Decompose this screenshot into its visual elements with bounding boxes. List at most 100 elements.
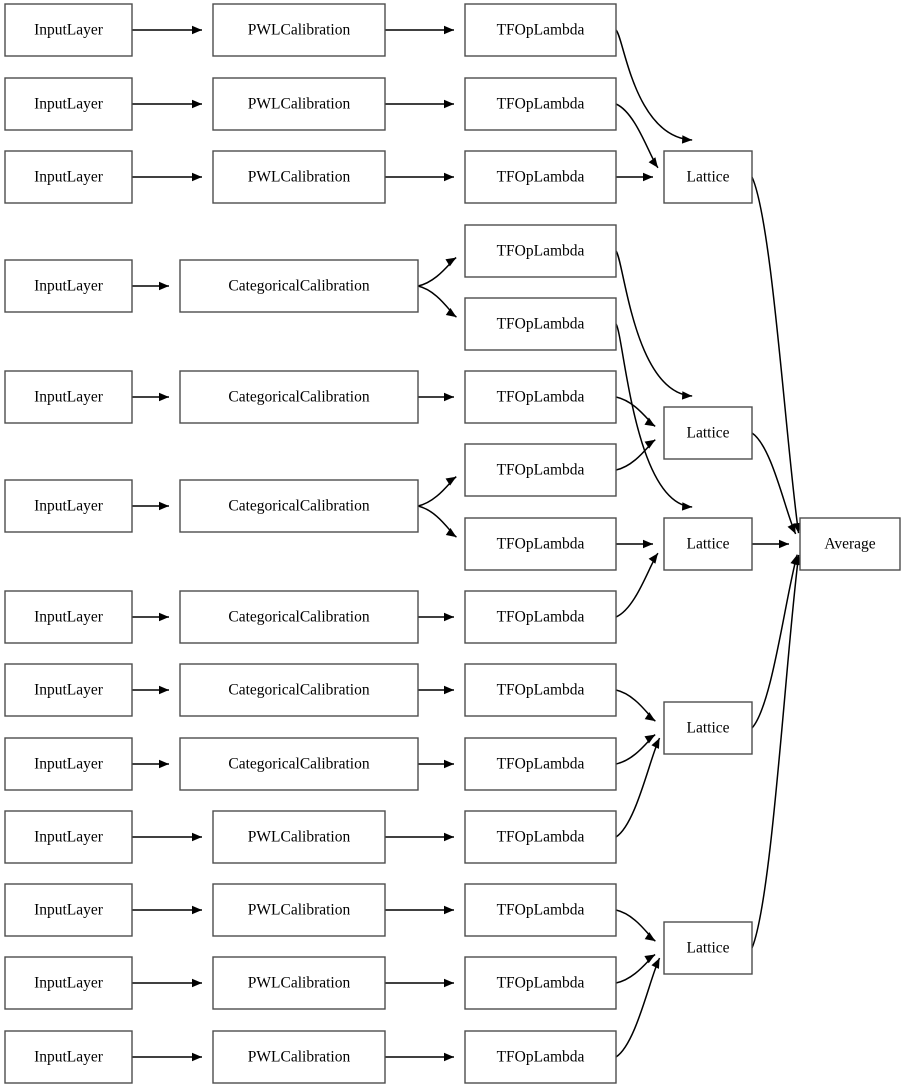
node-box[interactable] <box>464 810 617 864</box>
node-box[interactable] <box>4 810 133 864</box>
node-lattice-lat2[interactable]: Lattice <box>663 406 753 460</box>
node-tfop-lambda-op2[interactable]: TFOpLambda <box>464 77 617 131</box>
node-box[interactable] <box>464 297 617 351</box>
node-tfop-lambda-op14[interactable]: TFOpLambda <box>464 956 617 1010</box>
node-tfop-lambda-op9[interactable]: TFOpLambda <box>464 590 617 644</box>
node-categorical-calibration-cal8[interactable]: CategoricalCalibration <box>179 663 419 717</box>
node-categorical-calibration-cal9[interactable]: CategoricalCalibration <box>179 737 419 791</box>
node-box[interactable] <box>212 3 386 57</box>
node-box[interactable] <box>464 150 617 204</box>
node-categorical-calibration-cal7[interactable]: CategoricalCalibration <box>179 590 419 644</box>
edge-lattice-to-average <box>751 432 797 535</box>
node-box[interactable] <box>4 77 133 131</box>
node-box[interactable] <box>4 883 133 937</box>
node-box[interactable] <box>663 406 753 460</box>
node-input-layer-in13[interactable]: InputLayer <box>4 1030 133 1084</box>
node-box[interactable] <box>464 517 617 571</box>
node-input-layer-in3[interactable]: InputLayer <box>4 150 133 204</box>
node-input-layer-in9[interactable]: InputLayer <box>4 737 133 791</box>
node-box[interactable] <box>464 77 617 131</box>
node-input-layer-in7[interactable]: InputLayer <box>4 590 133 644</box>
node-box[interactable] <box>464 956 617 1010</box>
node-tfop-lambda-op12[interactable]: TFOpLambda <box>464 810 617 864</box>
node-box[interactable] <box>212 810 386 864</box>
edge-input-layer-to-pwlcalibration <box>132 1052 202 1062</box>
node-lattice-lat4[interactable]: Lattice <box>663 701 753 755</box>
node-box[interactable] <box>212 150 386 204</box>
node-categorical-calibration-cal5[interactable]: CategoricalCalibration <box>179 370 419 424</box>
node-input-layer-in8[interactable]: InputLayer <box>4 663 133 717</box>
node-categorical-calibration-cal4[interactable]: CategoricalCalibration <box>179 259 419 313</box>
node-lattice-lat3[interactable]: Lattice <box>663 517 753 571</box>
node-tfop-lambda-op4[interactable]: TFOpLambda <box>464 224 617 278</box>
node-pwlcalibration-cal2[interactable]: PWLCalibration <box>212 77 386 131</box>
node-pwlcalibration-cal3[interactable]: PWLCalibration <box>212 150 386 204</box>
node-box[interactable] <box>4 956 133 1010</box>
node-box[interactable] <box>179 370 419 424</box>
node-tfop-lambda-op7[interactable]: TFOpLambda <box>464 443 617 497</box>
node-box[interactable] <box>663 921 753 975</box>
node-box[interactable] <box>179 590 419 644</box>
node-box[interactable] <box>179 663 419 717</box>
node-input-layer-in2[interactable]: InputLayer <box>4 77 133 131</box>
node-box[interactable] <box>4 259 133 313</box>
node-lattice-lat5[interactable]: Lattice <box>663 921 753 975</box>
node-box[interactable] <box>663 701 753 755</box>
node-input-layer-in1[interactable]: InputLayer <box>4 3 133 57</box>
node-tfop-lambda-op11[interactable]: TFOpLambda <box>464 737 617 791</box>
node-input-layer-in10[interactable]: InputLayer <box>4 810 133 864</box>
node-box[interactable] <box>4 150 133 204</box>
node-box[interactable] <box>4 479 133 533</box>
node-box[interactable] <box>464 1030 617 1084</box>
node-box[interactable] <box>4 663 133 717</box>
node-box[interactable] <box>799 517 901 571</box>
node-tfop-lambda-op10[interactable]: TFOpLambda <box>464 663 617 717</box>
node-tfop-lambda-op6[interactable]: TFOpLambda <box>464 370 617 424</box>
node-box[interactable] <box>212 1030 386 1084</box>
node-box[interactable] <box>464 737 617 791</box>
node-categorical-calibration-cal6[interactable]: CategoricalCalibration <box>179 479 419 533</box>
node-box[interactable] <box>464 590 617 644</box>
node-box[interactable] <box>464 443 617 497</box>
node-box[interactable] <box>4 737 133 791</box>
node-input-layer-in4[interactable]: InputLayer <box>4 259 133 313</box>
node-box[interactable] <box>464 370 617 424</box>
node-input-layer-in6[interactable]: InputLayer <box>4 479 133 533</box>
node-tfop-lambda-op15[interactable]: TFOpLambda <box>464 1030 617 1084</box>
node-input-layer-in5[interactable]: InputLayer <box>4 370 133 424</box>
node-pwlcalibration-cal11[interactable]: PWLCalibration <box>212 883 386 937</box>
node-box[interactable] <box>179 259 419 313</box>
node-box[interactable] <box>212 883 386 937</box>
node-pwlcalibration-cal1[interactable]: PWLCalibration <box>212 3 386 57</box>
node-average-avg[interactable]: Average <box>799 517 901 571</box>
node-box[interactable] <box>179 737 419 791</box>
node-box[interactable] <box>464 883 617 937</box>
node-box[interactable] <box>663 150 753 204</box>
node-box[interactable] <box>4 590 133 644</box>
edge-input-layer-to-categorical-calibration <box>132 281 169 291</box>
node-tfop-lambda-op13[interactable]: TFOpLambda <box>464 883 617 937</box>
node-pwlcalibration-cal10[interactable]: PWLCalibration <box>212 810 386 864</box>
node-tfop-lambda-op3[interactable]: TFOpLambda <box>464 150 617 204</box>
node-input-layer-in11[interactable]: InputLayer <box>4 883 133 937</box>
node-box[interactable] <box>464 224 617 278</box>
node-box[interactable] <box>464 663 617 717</box>
node-pwlcalibration-cal13[interactable]: PWLCalibration <box>212 1030 386 1084</box>
node-box[interactable] <box>212 77 386 131</box>
node-lattice-lat1[interactable]: Lattice <box>663 150 753 204</box>
node-pwlcalibration-cal12[interactable]: PWLCalibration <box>212 956 386 1010</box>
node-input-layer-in12[interactable]: InputLayer <box>4 956 133 1010</box>
node-box[interactable] <box>4 370 133 424</box>
node-tfop-lambda-op8[interactable]: TFOpLambda <box>464 517 617 571</box>
edge-path <box>751 554 800 949</box>
node-box[interactable] <box>179 479 419 533</box>
edge-path <box>615 957 661 1058</box>
node-box[interactable] <box>212 956 386 1010</box>
node-box[interactable] <box>464 3 617 57</box>
node-label: InputLayer <box>34 829 104 846</box>
node-box[interactable] <box>663 517 753 571</box>
node-box[interactable] <box>4 1030 133 1084</box>
node-tfop-lambda-op1[interactable]: TFOpLambda <box>464 3 617 57</box>
node-box[interactable] <box>4 3 133 57</box>
node-tfop-lambda-op5[interactable]: TFOpLambda <box>464 297 617 351</box>
